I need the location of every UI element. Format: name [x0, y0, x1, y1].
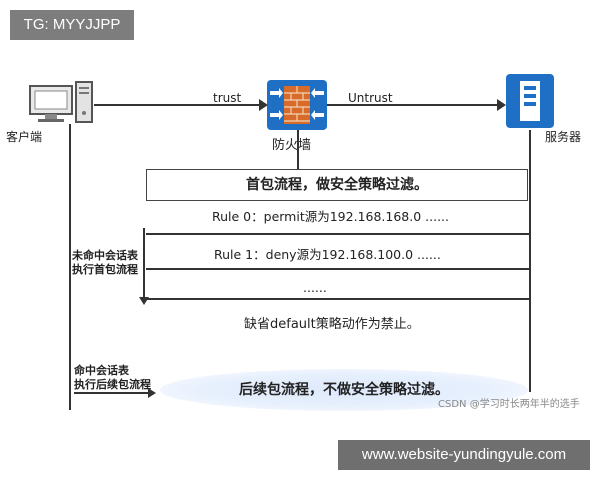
firewall-icon — [267, 80, 327, 130]
subsequent-packet-text: 后续包流程，不做安全策略过滤。 — [239, 382, 449, 398]
rule-ellipsis: ...... — [303, 280, 327, 295]
firewall-connector — [297, 130, 299, 169]
trust-link — [94, 104, 265, 106]
client-label: 客户端 — [6, 130, 43, 144]
rule-divider-3 — [146, 298, 529, 300]
miss-session-line2: 执行首包流程 — [72, 263, 138, 276]
tg-watermark: TG: MYYJJPP — [10, 10, 134, 40]
hit-session-line2: 执行后续包流程 — [74, 378, 151, 391]
subsequent-packet-oval — [160, 369, 528, 411]
server-lifeline — [529, 130, 531, 392]
miss-session-line1: 未命中会话表 — [72, 249, 138, 262]
first-packet-arrowhead — [139, 297, 149, 305]
miss-session-label: 未命中会话表 执行首包流程 — [72, 249, 138, 277]
csdn-watermark: CSDN @学习时长两年半的选手 — [438, 399, 580, 410]
server-label: 服务器 — [545, 130, 582, 144]
trust-zone-label: trust — [213, 91, 242, 105]
hit-session-arrowhead — [148, 388, 156, 398]
hit-session-arrow-shaft — [74, 392, 150, 394]
website-watermark: www.website-yundingyule.com — [338, 440, 590, 470]
rule-divider-2 — [146, 268, 529, 270]
first-packet-box: 首包流程，做安全策略过滤。 — [146, 169, 528, 201]
firewall-label: 防火墙 — [272, 138, 312, 153]
default-action: 缺省default策略动作为禁止。 — [244, 317, 420, 332]
desktop-computer-icon — [28, 80, 94, 124]
server-icon — [506, 74, 554, 128]
trust-arrowhead — [259, 99, 268, 111]
untrust-zone-label: Untrust — [348, 91, 393, 105]
first-packet-arrow-shaft — [143, 228, 145, 298]
rule-0: Rule 0：permit源为192.168.168.0 ...... — [212, 209, 449, 224]
rule-1: Rule 1：deny源为192.168.100.0 ...... — [214, 247, 441, 262]
untrust-arrowhead — [497, 99, 506, 111]
client-lifeline — [69, 124, 71, 410]
hit-session-label: 命中会话表 执行后续包流程 — [74, 364, 151, 392]
hit-session-line1: 命中会话表 — [74, 364, 129, 377]
rule-divider-1 — [146, 233, 529, 235]
untrust-link — [327, 104, 502, 106]
